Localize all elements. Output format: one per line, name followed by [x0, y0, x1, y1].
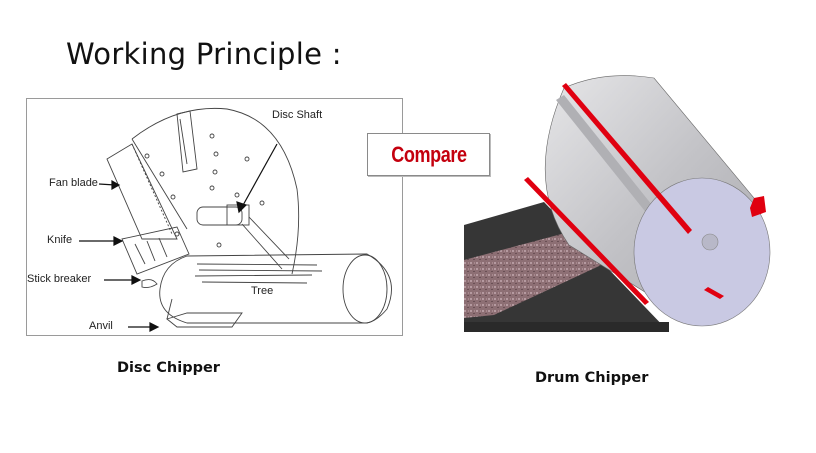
- label-disc-shaft: Disc Shaft: [272, 109, 323, 121]
- label-anvil: Anvil: [89, 320, 113, 332]
- compare-box: Compare: [367, 133, 490, 176]
- label-fan-blade: Fan blade: [49, 177, 98, 189]
- drum-chipper-illustration: [464, 70, 780, 332]
- label-knife: Knife: [47, 234, 73, 246]
- drum-chipper-render: [464, 75, 771, 332]
- caption-disc-chipper: Disc Chipper: [117, 360, 220, 376]
- disc-chipper-diagram: Disc Shaft Fan blade Knife Stick breaker…: [26, 98, 403, 336]
- label-tree: Tree: [251, 285, 274, 297]
- compare-label: Compare: [390, 141, 467, 167]
- label-stick-breaker: Stick breaker: [27, 273, 92, 285]
- caption-drum-chipper: Drum Chipper: [535, 370, 649, 386]
- disc-chipper-illustration: [79, 107, 392, 332]
- page-title: Working Principle :: [66, 37, 342, 71]
